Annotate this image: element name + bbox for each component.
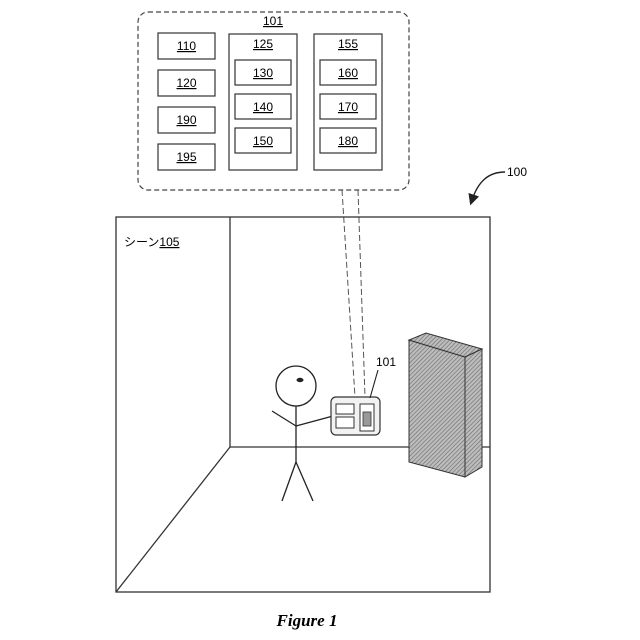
module-label-160: 160: [338, 66, 358, 80]
module-label-150: 150: [253, 134, 273, 148]
device-screen-top: [336, 404, 354, 414]
module-group-label-125: 125: [253, 37, 273, 51]
figure-caption: Figure 1: [276, 611, 338, 630]
hatched-object-front: [409, 340, 465, 477]
person-head: [276, 366, 316, 406]
system-arrow: [472, 172, 505, 200]
left-module-column: 110 120 190 195: [158, 33, 215, 170]
person-right-arm: [296, 416, 333, 426]
hatched-object-side: [465, 349, 482, 477]
device-screen-bottom: [336, 417, 354, 428]
system-reference: 100: [472, 165, 527, 200]
device-callout: 101 110 120 190 195 125 130 140 150: [138, 12, 409, 190]
person-left-leg: [282, 462, 296, 501]
scene-label-number: 105: [159, 235, 179, 249]
module-label-195: 195: [176, 150, 196, 164]
module-label-180: 180: [338, 134, 358, 148]
scene-device: 101: [331, 355, 396, 435]
hatched-object: [409, 333, 482, 477]
person-figure: [272, 366, 333, 501]
module-label-110: 110: [177, 39, 196, 53]
module-label-190: 190: [176, 113, 196, 127]
callout-connector-lines: [342, 190, 365, 397]
scene-label: シーン105: [124, 235, 180, 249]
system-label: 100: [507, 165, 527, 179]
module-label-130: 130: [253, 66, 273, 80]
callout-device-label: 101: [263, 14, 283, 28]
right-module-column: 155 160 170 180: [314, 34, 382, 170]
module-label-140: 140: [253, 100, 273, 114]
middle-module-column: 125 130 140 150: [229, 34, 297, 170]
scene-device-label: 101: [376, 355, 396, 369]
module-group-label-155: 155: [338, 37, 358, 51]
device-side-panel-inner: [363, 412, 371, 426]
person-eye: [297, 378, 304, 382]
person-right-leg: [296, 462, 313, 501]
room-floor-left-edge: [116, 447, 230, 592]
scene-label-prefix: シーン: [124, 235, 159, 249]
module-label-170: 170: [338, 100, 358, 114]
person-left-arm: [272, 411, 296, 426]
module-label-120: 120: [176, 76, 196, 90]
device-leader-line: [370, 370, 378, 398]
